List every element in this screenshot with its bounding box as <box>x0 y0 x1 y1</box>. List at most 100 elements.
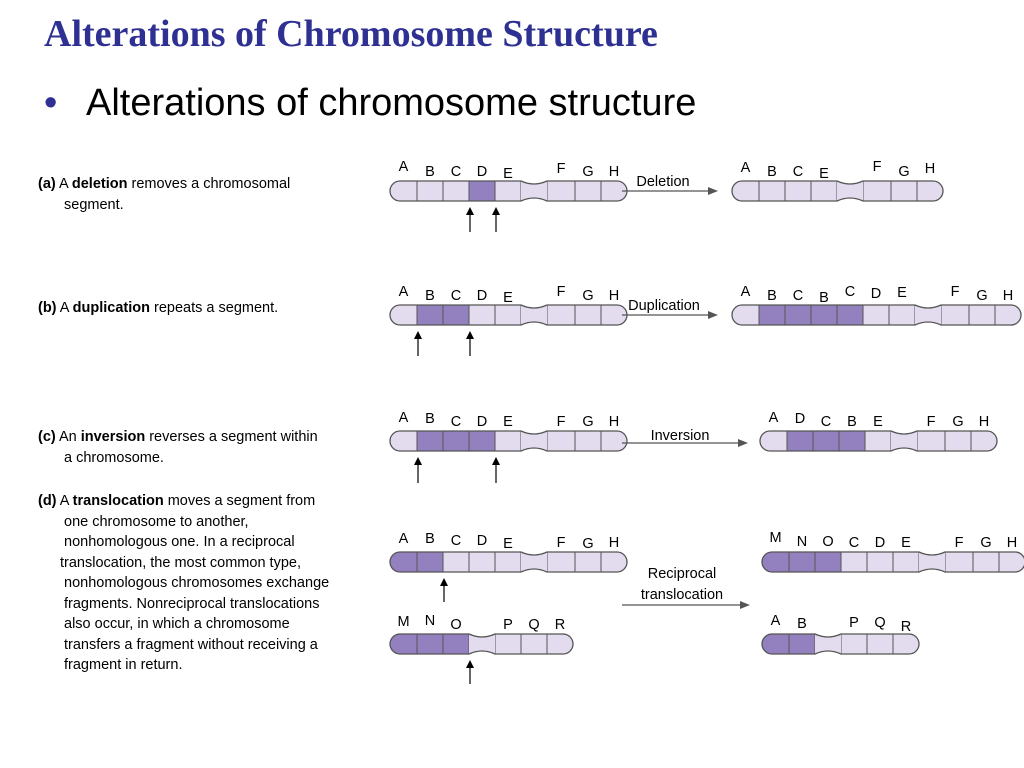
duplication-after-letter: E <box>897 285 907 301</box>
deletion-arrow-head <box>708 187 718 195</box>
duplication-after-letter: G <box>976 288 987 304</box>
translocation-arrow-head <box>740 601 750 609</box>
translocation-before-bottom-segment <box>416 634 444 654</box>
deletion-arrow-c-head <box>466 207 474 215</box>
deletion-before-letter: D <box>477 164 487 180</box>
deletion-before-segment <box>494 181 522 201</box>
translocation-after-top-segment <box>972 552 1000 572</box>
inversion-after-segments <box>760 431 997 451</box>
inversion-post: reverses a segment within <box>145 429 318 445</box>
translocation-before-top-segment <box>468 552 496 572</box>
inversion-after-segment <box>760 431 788 451</box>
duplication-before-segment <box>574 305 602 325</box>
translocation-line: also occur, in which a chromosome <box>64 616 290 632</box>
deletion-arrow-label: Deletion <box>636 174 689 190</box>
duplication-after-segment <box>758 305 786 325</box>
inversion-after-outline <box>759 430 998 452</box>
deletion-before-segment <box>468 181 496 201</box>
inversion-pre: An <box>55 429 81 445</box>
duplication-before-segment <box>494 305 522 325</box>
translocation-before-top-letter: F <box>557 535 566 551</box>
duplication-tag: (b) <box>38 300 57 316</box>
translocation-before-top-segment <box>546 552 576 572</box>
deletion-before-letter: B <box>425 164 435 180</box>
duplication-after-letter: C <box>793 288 803 304</box>
deletion-after-segment <box>890 181 918 201</box>
inversion-after-letter: E <box>873 414 883 430</box>
duplication-after-segment <box>994 305 1021 325</box>
duplication-after-letter: B <box>767 288 777 304</box>
translocation-before-top-letter: A <box>399 531 409 547</box>
deletion-after-letter: G <box>898 164 909 180</box>
translocation-after-top-segment <box>762 552 790 572</box>
inversion-before-segment <box>390 431 418 451</box>
duplication-before-segment <box>546 305 576 325</box>
translocation-after-bottom-segment <box>866 634 894 654</box>
translocation-after-bottom-outline <box>761 633 920 655</box>
translocation-after-top-outline <box>761 551 1024 573</box>
translocation-after-top-segment <box>814 552 842 572</box>
translocation-before-bottom-segments <box>390 634 573 654</box>
translocation-line: nonhomologous chromosomes exchange <box>64 575 330 591</box>
inversion-after-letter: H <box>979 414 989 430</box>
inversion-after-letter: D <box>795 411 805 427</box>
deletion-after-segment <box>916 181 943 201</box>
duplication-description: (b) A duplication repeats a segment. <box>38 298 278 319</box>
translocation-after-top-letter: H <box>1007 535 1017 551</box>
duplication-after-segment <box>862 305 890 325</box>
duplication-after-segments <box>732 305 1021 325</box>
duplication-arrow-d-head <box>466 331 474 339</box>
translocation-after-top-letter: F <box>955 535 964 551</box>
duplication-after-segment <box>784 305 812 325</box>
duplication-after-segment <box>968 305 996 325</box>
translocation-before-top-segment <box>494 552 522 572</box>
translocation-arrow-top-head <box>440 578 448 586</box>
inversion-after-letter: B <box>847 414 857 430</box>
duplication-before-letter: E <box>503 290 513 306</box>
translocation-before-bottom-segment <box>494 634 522 654</box>
inversion-after-letter: G <box>952 414 963 430</box>
translocation-after-bottom-segment <box>788 634 816 654</box>
deletion-before-letter: G <box>582 164 593 180</box>
slide-title: Alterations of Chromosome Structure <box>44 13 658 55</box>
translocation-after-top-segment <box>998 552 1024 572</box>
deletion-before-segment <box>390 181 418 201</box>
deletion-before-letter: E <box>503 166 513 182</box>
duplication-before-segment <box>442 305 470 325</box>
translocation-post: moves a segment from <box>163 493 316 509</box>
translocation-after-bottom-segment <box>892 634 919 654</box>
inversion-arrow-head <box>738 439 748 447</box>
deletion-before-letter: C <box>451 164 461 180</box>
inversion-before-letter: C <box>451 414 461 430</box>
deletion-post: removes a chromosomal <box>127 176 291 192</box>
duplication-pre: A <box>56 300 73 316</box>
translocation-after-top-letter: O <box>822 534 833 550</box>
deletion-before-segment <box>416 181 444 201</box>
duplication-before-letter: A <box>399 284 409 300</box>
deletion-before-segment <box>574 181 602 201</box>
duplication-before-letter: F <box>557 284 566 300</box>
translocation-before-bottom-letter: R <box>555 617 565 633</box>
translocation-after-top-letter: N <box>797 534 807 550</box>
deletion-arrow-d-head <box>492 207 500 215</box>
inversion-arrow-b-head <box>414 457 422 465</box>
duplication-before-segment <box>468 305 496 325</box>
deletion-before-segment <box>442 181 470 201</box>
inversion-before-segment <box>546 431 576 451</box>
deletion-before-letter: A <box>399 159 409 175</box>
inversion-description: (c) An inversion reverses a segment with… <box>38 427 318 468</box>
translocation-after-top-segment <box>840 552 868 572</box>
duplication-before-segments <box>390 305 627 325</box>
inversion-after-letter: A <box>769 410 779 426</box>
deletion-after-letter: C <box>793 164 803 180</box>
duplication-after-letter: C <box>845 284 855 300</box>
bullet-dot: • <box>44 82 58 124</box>
duplication-before-letter: C <box>451 288 461 304</box>
translocation-before-bottom-segment <box>546 634 573 654</box>
deletion-pre: A <box>55 176 72 192</box>
translocation-after-bottom-segment <box>762 634 790 654</box>
inversion-before-letter: B <box>425 411 435 427</box>
inversion-tag: (c) <box>38 429 56 445</box>
translocation-arrow-bottom-head <box>466 660 474 668</box>
duplication-after-segment <box>732 305 760 325</box>
